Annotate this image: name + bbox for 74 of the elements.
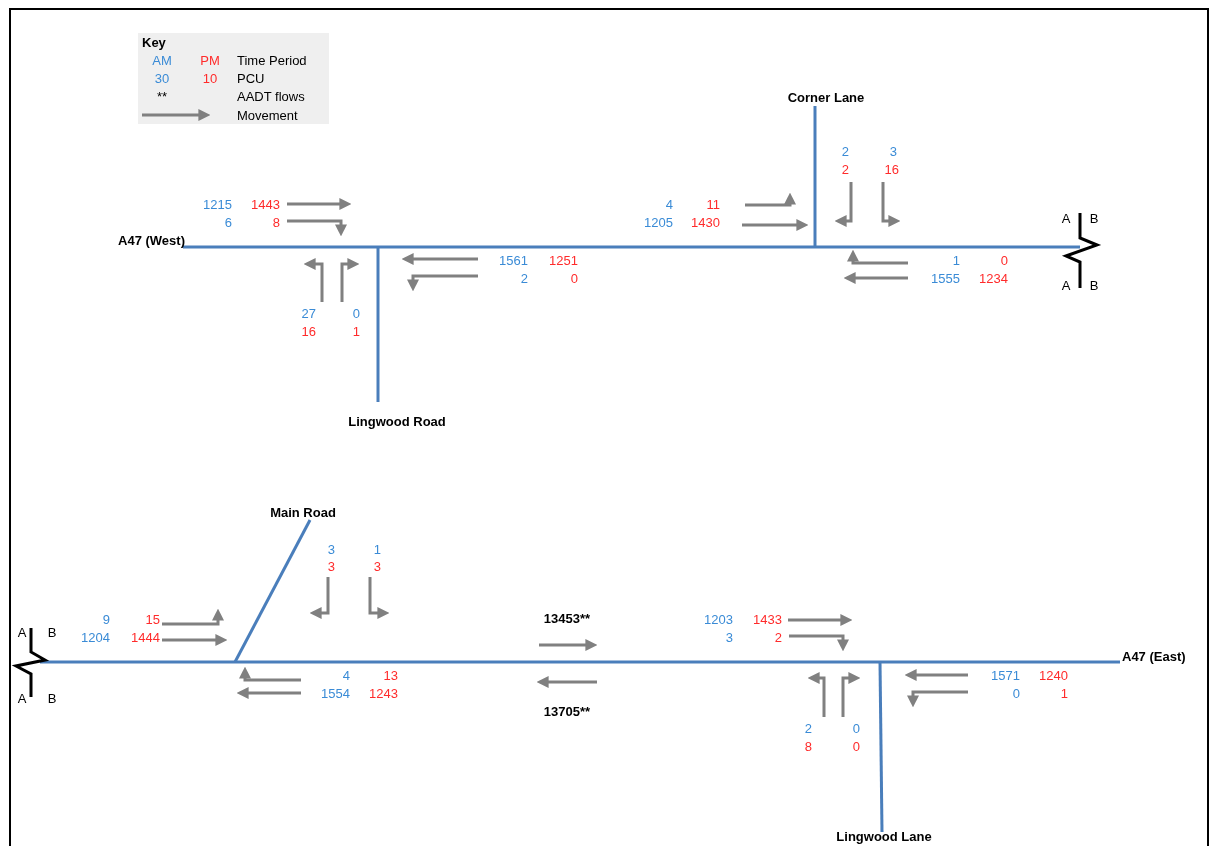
flow-count: 1 [1060, 685, 1068, 701]
flow-count: 0 [852, 720, 860, 736]
flow-count: 8 [804, 738, 812, 754]
flow-count: 0 [852, 738, 860, 754]
road-name: A47 (East) [1122, 648, 1186, 664]
key-label: AADT flows [237, 88, 305, 104]
flow-count: 1443 [251, 196, 280, 212]
key-label: PCU [237, 70, 265, 86]
key-label: 30 [154, 70, 170, 86]
flow-count: 3 [889, 143, 897, 159]
road-name: Corner Lane [787, 89, 865, 105]
road-name: Lingwood Lane [836, 828, 932, 844]
road-name: Lingwood Road [348, 413, 446, 429]
break-label: B [47, 624, 57, 640]
flow-count: 2 [841, 161, 849, 177]
break-label: A [17, 690, 27, 706]
flow-count: 6 [224, 214, 232, 230]
aadt-flow-label: 13705** [543, 703, 591, 719]
flow-count: 1433 [753, 611, 782, 627]
break-label: B [1089, 277, 1099, 293]
flow-count: 4 [665, 196, 673, 212]
flow-count: 2 [774, 629, 782, 645]
flow-count: 1444 [131, 629, 160, 645]
flow-count: 0 [1012, 685, 1020, 701]
break-label: B [1089, 210, 1099, 226]
flow-count: 0 [352, 305, 360, 321]
flow-count: 3 [725, 629, 733, 645]
flow-count: 1215 [203, 196, 232, 212]
flow-count: 11 [706, 196, 720, 212]
key-label: Time Period [237, 52, 307, 68]
flow-count: 2 [841, 143, 849, 159]
flow-count: 0 [1000, 252, 1008, 268]
flow-count: 3 [327, 541, 335, 557]
flow-count: 27 [301, 305, 316, 321]
flow-count: 15 [145, 611, 160, 627]
flow-count: 1234 [979, 270, 1008, 286]
break-label: A [17, 624, 27, 640]
flow-count: 16 [301, 323, 316, 339]
flow-count: 1204 [81, 629, 110, 645]
break-label: B [47, 690, 57, 706]
flow-count: 1 [373, 541, 381, 557]
flow-count: 1561 [499, 252, 528, 268]
key-label: 10 [202, 70, 218, 86]
flow-count: 1243 [369, 685, 398, 701]
flow-count: 1430 [691, 214, 720, 230]
flow-count: 1571 [991, 667, 1020, 683]
flow-count: 2 [520, 270, 528, 286]
key-heading: Key [142, 34, 166, 50]
break-label: A [1061, 210, 1071, 226]
key-label: AM [152, 52, 172, 68]
key-label: PM [200, 52, 220, 68]
flow-count: 1555 [931, 270, 960, 286]
key-label: Movement [237, 107, 298, 123]
flow-count: 3 [327, 558, 335, 574]
flow-count: 1251 [549, 252, 578, 268]
flow-count: 0 [570, 270, 578, 286]
road-name: A47 (West) [118, 232, 185, 248]
flow-count: 1 [352, 323, 360, 339]
break-label: A [1061, 277, 1071, 293]
aadt-flow-label: 13453** [543, 610, 591, 626]
flow-count: 1240 [1039, 667, 1068, 683]
flow-count: 13 [383, 667, 398, 683]
flow-count: 3 [373, 558, 381, 574]
key-label: ** [156, 88, 168, 104]
flow-count: 1554 [321, 685, 350, 701]
flow-count: 9 [102, 611, 110, 627]
flow-count: 16 [884, 161, 899, 177]
flow-count: 1203 [704, 611, 733, 627]
road-name: Main Road [270, 504, 336, 520]
flow-count: 4 [342, 667, 350, 683]
flow-count: 1 [952, 252, 960, 268]
flow-count: 1205 [644, 214, 673, 230]
flow-count: 8 [272, 214, 280, 230]
flow-count: 2 [804, 720, 812, 736]
